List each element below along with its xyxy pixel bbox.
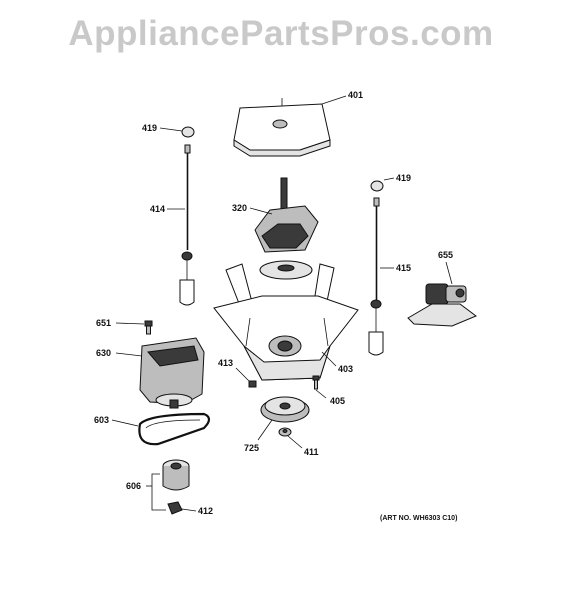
part-411-nut[interactable] bbox=[278, 427, 292, 437]
part-419-cap-left[interactable] bbox=[181, 126, 195, 138]
leader-725 bbox=[257, 419, 273, 441]
leader-603 bbox=[111, 419, 139, 427]
part-606-motor-pulley[interactable] bbox=[162, 459, 190, 491]
watermark-logo: AppliancePartsPros.com bbox=[68, 14, 494, 53]
leader-405 bbox=[315, 389, 327, 399]
leader-655 bbox=[445, 261, 453, 285]
callout-403: 403 bbox=[338, 364, 353, 374]
leader-411 bbox=[287, 435, 303, 449]
part-651-screw[interactable] bbox=[144, 320, 153, 335]
callout-414: 414 bbox=[150, 204, 165, 214]
callout-630: 630 bbox=[96, 348, 111, 358]
part-413-nut[interactable] bbox=[248, 380, 257, 388]
callout-419-right: 419 bbox=[396, 173, 411, 183]
callout-419-left: 419 bbox=[142, 123, 157, 133]
callout-725: 725 bbox=[244, 443, 259, 453]
leader-419-right bbox=[383, 177, 395, 181]
part-320-transmission[interactable] bbox=[254, 177, 319, 280]
leader-320 bbox=[249, 207, 273, 215]
part-401-cover[interactable] bbox=[233, 98, 331, 157]
callout-606: 606 bbox=[126, 481, 141, 491]
callout-405: 405 bbox=[330, 396, 345, 406]
callout-413: 413 bbox=[218, 358, 233, 368]
leader-412 bbox=[181, 508, 197, 512]
leader-630 bbox=[115, 352, 143, 357]
leader-651 bbox=[115, 322, 145, 325]
part-603-belt[interactable] bbox=[138, 412, 211, 446]
part-405-bolt[interactable] bbox=[312, 375, 320, 390]
part-725-pulley[interactable] bbox=[260, 396, 310, 423]
part-419-cap-right[interactable] bbox=[370, 180, 384, 192]
art-number: (ART NO. WH6303 C10) bbox=[380, 515, 457, 522]
part-415-suspension-rod[interactable] bbox=[368, 197, 384, 356]
callout-320: 320 bbox=[232, 203, 247, 213]
callout-651: 651 bbox=[96, 318, 111, 328]
callout-412: 412 bbox=[198, 506, 213, 516]
part-412-clip[interactable] bbox=[167, 501, 183, 515]
part-403-platform[interactable] bbox=[213, 263, 359, 381]
callout-655: 655 bbox=[438, 250, 453, 260]
callout-415: 415 bbox=[396, 263, 411, 273]
callout-411: 411 bbox=[304, 447, 319, 457]
part-414-suspension-rod[interactable] bbox=[179, 144, 195, 306]
bracket-606 bbox=[151, 473, 166, 511]
part-655-shifter[interactable] bbox=[407, 283, 477, 327]
leader-401 bbox=[321, 95, 347, 105]
leader-419-left bbox=[159, 127, 183, 132]
callout-401: 401 bbox=[348, 90, 363, 100]
part-630-motor[interactable] bbox=[139, 337, 205, 409]
callout-603: 603 bbox=[94, 415, 109, 425]
leader-413 bbox=[235, 367, 250, 382]
leader-403 bbox=[321, 351, 337, 367]
